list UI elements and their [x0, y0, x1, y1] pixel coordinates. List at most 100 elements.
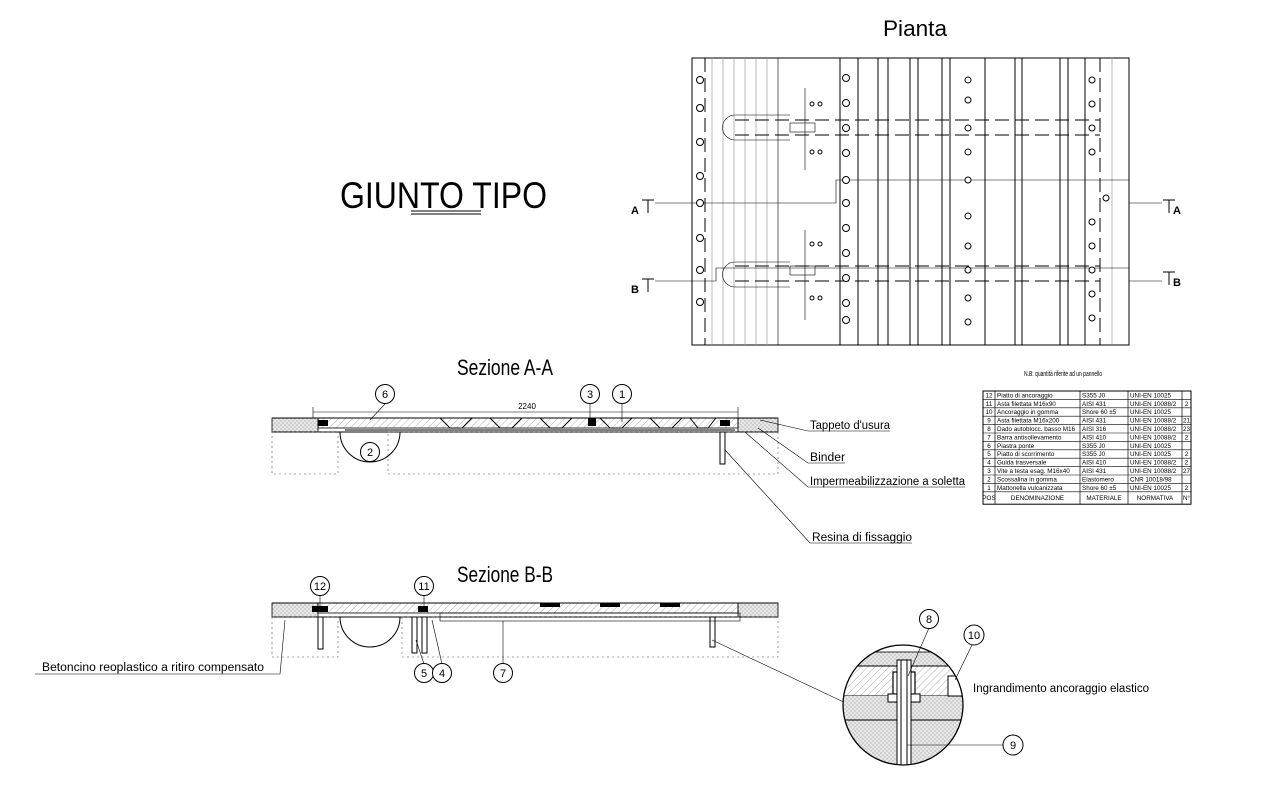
svg-text:A: A: [1173, 205, 1181, 217]
section-bb-title: Sezione B-B: [457, 562, 553, 587]
plan-beam-strips: [877, 58, 1113, 345]
plan-slots: [722, 88, 816, 320]
plan-cut-lines: [655, 179, 1162, 282]
table-header-norm: NORMATIVA: [1137, 495, 1174, 502]
balloon-12: 12: [310, 576, 330, 606]
section-marker-b-right: B: [1163, 271, 1181, 289]
table-row-qty: 2: [1185, 460, 1189, 467]
table-header-name: DENOMINAZIONE: [1011, 495, 1064, 502]
balloon-10: 10: [954, 624, 985, 681]
table-row-norm: UNI-EN 10088/2: [1130, 401, 1177, 408]
table-row-name: Asta filettata M16x200: [997, 418, 1060, 425]
svg-text:1: 1: [619, 389, 625, 401]
table-row-norm: UNI-EN 10025: [1130, 451, 1171, 458]
table-row-material: AISI 316: [1082, 426, 1107, 433]
balloon-4: 4: [431, 619, 452, 683]
section-marker-a-right: A: [1163, 199, 1181, 217]
svg-text:9: 9: [1010, 740, 1016, 752]
table-row-material: Elastomero: [1082, 476, 1114, 483]
table-row-qty: 21: [1183, 418, 1191, 425]
balloon-2: 2: [360, 442, 380, 462]
table-row-qty: 2: [1185, 485, 1189, 492]
balloon-9: 9: [907, 734, 1024, 756]
svg-text:B: B: [631, 284, 639, 296]
svg-text:8: 8: [926, 614, 932, 626]
table-row-material: Shore 60 ±5: [1082, 485, 1117, 492]
table-row-pos: 12: [985, 392, 993, 399]
callout-tappeto: Tappeto d'usura: [810, 420, 891, 432]
callout-impermeabilizzazione: Impermeabilizzazione a soletta: [810, 476, 966, 488]
callout-binder: Binder: [810, 452, 845, 464]
table-row-norm: UNI-EN 10025: [1130, 443, 1171, 450]
svg-text:5: 5: [421, 668, 427, 680]
table-row-material: AISI 410: [1082, 460, 1107, 467]
table-header-material: MATERIALE: [1086, 495, 1121, 502]
table-header-qty: N°: [1183, 494, 1191, 502]
table-header-pos: POS: [982, 495, 995, 502]
table-row-material: S355 J0: [1082, 392, 1106, 399]
section-aa-title: Sezione A-A: [457, 355, 553, 380]
balloon-11: 11: [414, 576, 434, 606]
table-row-qty: 23: [1183, 426, 1191, 433]
section-marker-b-left: B: [631, 278, 654, 296]
balloon-5: 5: [414, 639, 434, 683]
table-row-pos: 1: [987, 485, 991, 492]
table-row-norm: UNI-EN 10025: [1130, 409, 1171, 416]
table-row-qty: 2: [1185, 434, 1189, 441]
table-row-name: Piastra ponte: [997, 443, 1035, 450]
section-bb-view: 12 11 5 4 7: [35, 576, 851, 706]
table-row-name: Asta filettata M16x90: [997, 401, 1056, 408]
dimension-2240: 2240: [518, 402, 536, 411]
svg-text:3: 3: [587, 389, 593, 401]
table-row-qty: 2: [1185, 451, 1189, 458]
svg-text:2: 2: [367, 447, 373, 459]
balloon-6: 6: [369, 384, 395, 421]
table-row-material: S355 J0: [1082, 443, 1106, 450]
plan-bolts: [696, 74, 1110, 326]
table-note: N.B: quantità riferite ad un pannello: [1024, 371, 1102, 378]
table-row-norm: UNI-EN 10088/2: [1130, 418, 1177, 425]
table-row-pos: 8: [987, 426, 991, 433]
balloon-8: 8: [907, 609, 939, 677]
table-row-name: Piatto di scorrimento: [997, 451, 1055, 458]
plan-view-title: Pianta: [883, 16, 948, 41]
svg-text:A: A: [631, 205, 639, 217]
balloon-1: 1: [612, 384, 632, 422]
balloon-7: 7: [493, 621, 513, 683]
svg-text:7: 7: [500, 668, 506, 680]
table-row-pos: 4: [987, 460, 991, 467]
callout-betoncino: Betoncino reoplastico a ritiro compensat…: [42, 662, 264, 674]
table-row-pos: 6: [987, 443, 991, 450]
table-row-pos: 9: [987, 418, 991, 425]
table-row-pos: 10: [985, 409, 993, 416]
drawing-title: GIUNTO TIPO: [340, 175, 547, 216]
svg-text:4: 4: [439, 668, 445, 680]
svg-text:10: 10: [968, 630, 980, 642]
table-row-name: Mattonella vulcanizzata: [997, 485, 1063, 492]
table-row-material: S355 J0: [1082, 451, 1106, 458]
table-row-pos: 3: [987, 468, 991, 475]
callout-ingrandimento: Ingrandimento ancoraggio elastico: [973, 683, 1149, 695]
svg-text:B: B: [1173, 277, 1181, 289]
plan-view: A A B B: [631, 57, 1181, 346]
table-row-pos: 7: [987, 434, 991, 441]
table-row-norm: UNI-EN 10088/2: [1130, 460, 1177, 467]
svg-text:11: 11: [418, 581, 429, 593]
table-row-pos: 5: [987, 451, 991, 458]
plan-left-strips: [704, 58, 768, 345]
table-row-norm: CNR 10018/98: [1130, 476, 1172, 483]
section-marker-a-left: A: [631, 199, 654, 217]
table-row-norm: UNI-EN 10088/2: [1130, 468, 1177, 475]
table-row-name: Barra antisollevamento: [997, 434, 1062, 441]
title-underline: [411, 210, 481, 215]
table-row-qty: 2: [1185, 401, 1189, 408]
section-aa-view: 2240 6 3 1 2: [271, 384, 965, 544]
table-row-norm: UNI-EN 10025: [1130, 485, 1171, 492]
table-row-norm: UNI-EN 10088/2: [1130, 434, 1177, 441]
balloon-3: 3: [580, 384, 600, 420]
svg-text:6: 6: [382, 389, 388, 401]
table-row-name: Guida trasversale: [997, 460, 1047, 467]
table-row-name: Piatto di ancoraggio: [997, 392, 1053, 399]
